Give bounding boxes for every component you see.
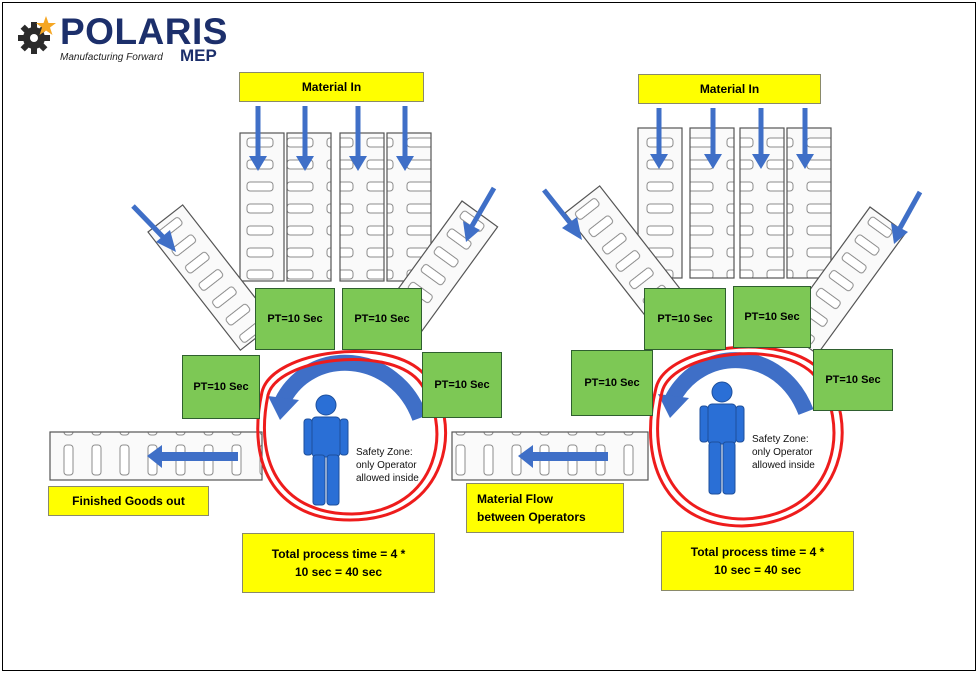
down-arrow-icon: [349, 106, 367, 171]
logo-name: POLARIS: [60, 11, 228, 52]
material-in-label: Material In: [638, 74, 821, 104]
curved-arrow-icon: [664, 352, 814, 416]
down-arrow-icon: [296, 106, 314, 171]
station-pt: PT=10 Sec: [813, 349, 893, 411]
down-arrow-icon: [891, 190, 923, 244]
safety-zone-text: Safety Zone: only Operator allowed insid…: [752, 434, 815, 471]
feeder-conveyors-right: [564, 127, 907, 356]
polaris-logo: POLARIS Manufacturing Forward MEP: [14, 10, 264, 70]
down-arrow-icon: [752, 108, 770, 169]
down-arrow-icon: [396, 106, 414, 171]
down-arrow-icon: [131, 204, 176, 252]
down-arrow-icon: [249, 106, 267, 171]
down-arrow-icon: [704, 108, 722, 169]
material-in-label: Material In: [239, 72, 424, 102]
station-pt: PT=10 Sec: [571, 350, 653, 416]
station-pt: PT=10 Sec: [644, 288, 726, 350]
station-pt: PT=10 Sec: [182, 355, 260, 419]
material-flow-label: Material Flow between Operators: [466, 483, 624, 533]
station-pt: PT=10 Sec: [255, 288, 335, 350]
logo-suffix: MEP: [180, 46, 217, 65]
down-arrow-icon: [650, 108, 668, 169]
conveyor-icon: [239, 132, 285, 282]
conveyor-icon: [339, 132, 385, 282]
down-arrow-icon: [542, 188, 582, 240]
star-icon: [36, 16, 56, 35]
safety-zone-text: Safety Zone: only Operator allowed insid…: [356, 447, 419, 484]
logo-tagline: Manufacturing Forward: [60, 52, 163, 63]
curved-arrow-icon: [274, 354, 428, 422]
finished-goods-label: Finished Goods out: [48, 486, 209, 516]
conveyor-icon: [286, 132, 332, 282]
total-process-time: Total process time = 4 * 10 sec = 40 sec: [242, 533, 435, 593]
station-pt: PT=10 Sec: [422, 352, 502, 418]
operator-icon: [303, 394, 349, 506]
operator-icon: [699, 381, 745, 495]
down-arrow-icon: [463, 186, 497, 242]
gear-icon: [18, 16, 56, 54]
left-arrow-icon: [518, 445, 608, 468]
station-pt: PT=10 Sec: [733, 286, 811, 348]
total-process-time: Total process time = 4 * 10 sec = 40 sec: [661, 531, 854, 591]
station-pt: PT=10 Sec: [342, 288, 422, 350]
safety-zone-ring: [256, 350, 447, 522]
conveyor-icon: [786, 127, 832, 279]
down-arrow-icon: [796, 108, 814, 169]
left-arrow-icon: [147, 445, 238, 468]
